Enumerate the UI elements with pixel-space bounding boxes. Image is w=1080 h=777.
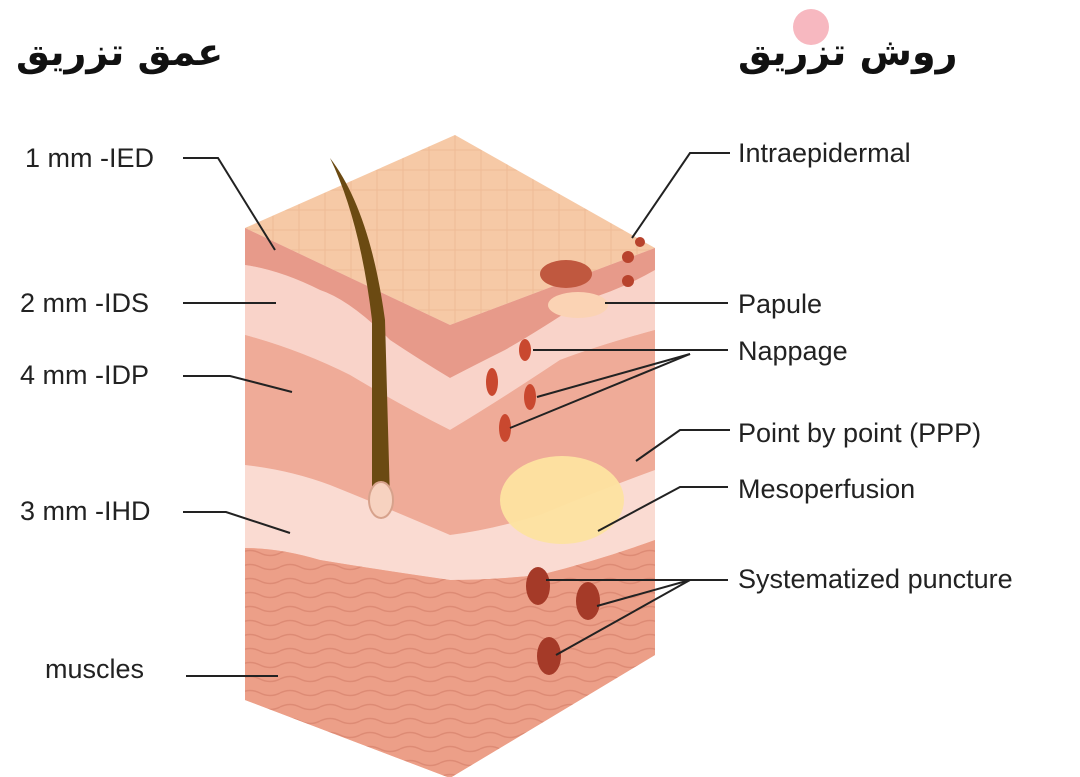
method-title: روش تزریق — [738, 30, 958, 74]
method-label-systematized-puncture: Systematized puncture — [738, 564, 1013, 594]
depth-label-ied: 1 mm -IED — [25, 143, 155, 173]
hair-shaft — [330, 158, 390, 500]
depth-label-ids: 2 mm -IDS — [20, 288, 150, 318]
pink-dot-decoration — [793, 9, 829, 45]
nappage-dot — [486, 368, 498, 396]
nappage-dot — [519, 339, 531, 361]
method-label-intraepidermal: Intraepidermal — [738, 138, 911, 168]
right-leader-lines — [509, 152, 730, 656]
depth-label-idp: 4 mm -IDP — [20, 360, 150, 390]
left-face — [245, 228, 450, 777]
depth-title: عمق تزریق — [16, 30, 224, 74]
method-label-papule: Papule — [738, 289, 823, 319]
intraepidermal-dot — [622, 275, 634, 287]
depth-label-ihd: 3 mm -IHD — [20, 496, 151, 526]
method-label-point-by-point: Point by point (PPP) — [738, 418, 982, 448]
depth-label-muscles: muscles — [45, 654, 145, 684]
method-label-nappage: Nappage — [738, 336, 848, 366]
systematized-puncture-dot — [576, 582, 600, 620]
systematized-puncture-dot — [526, 567, 550, 605]
method-label-mesoperfusion: Mesoperfusion — [738, 474, 916, 504]
intraepidermal-dot — [635, 237, 645, 247]
hair-follicle — [368, 481, 394, 519]
papule-mark — [540, 260, 592, 288]
papule-bleb — [548, 292, 608, 318]
left-leader-lines — [183, 157, 293, 677]
nappage-dot — [524, 384, 536, 410]
systematized-puncture-dot — [537, 637, 561, 675]
mesoperfusion-area — [500, 456, 624, 544]
intraepidermal-dot — [622, 251, 634, 263]
nappage-dot — [499, 414, 511, 442]
